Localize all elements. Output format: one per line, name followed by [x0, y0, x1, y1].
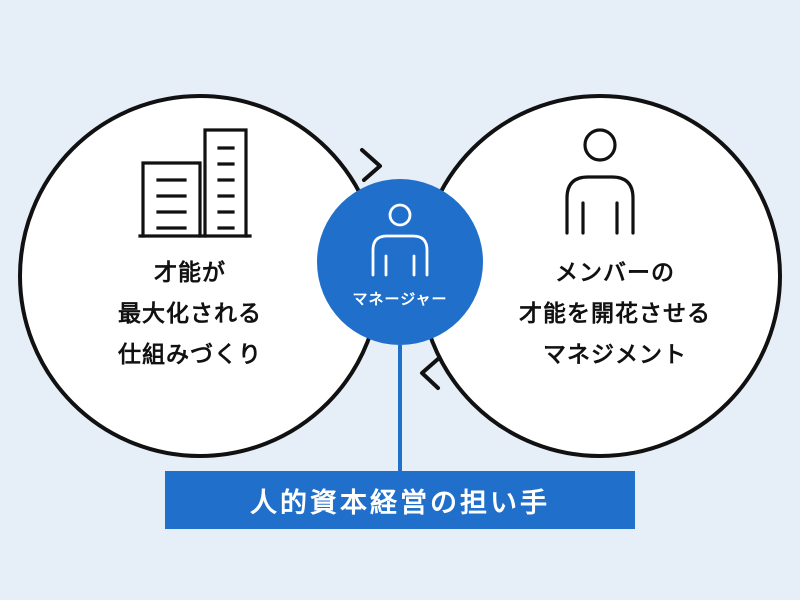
left-line-3: 仕組みづくり [118, 342, 262, 368]
right-line-2: 才能を開花させる [519, 301, 711, 327]
left-line-2: 最大化される [118, 301, 262, 327]
right-circle-text: メンバーの 才能を開花させる マネジメント [485, 253, 745, 376]
center-circle [317, 179, 483, 345]
bottom-banner: 人的資本経営の担い手 [165, 471, 635, 529]
right-line-1: メンバーの [555, 260, 675, 286]
building-icon [138, 128, 252, 238]
arrow-top-icon [360, 148, 382, 182]
left-line-1: 才能が [154, 260, 226, 286]
person-icon [565, 128, 635, 235]
left-circle-text: 才能が 最大化される 仕組みづくり [75, 253, 305, 376]
center-person-icon [371, 203, 429, 277]
center-circle-label: マネージャー [352, 290, 448, 308]
arrow-bottom-icon [420, 357, 440, 390]
right-line-3: マネジメント [543, 342, 687, 368]
banner-text: 人的資本経営の担い手 [250, 487, 550, 519]
